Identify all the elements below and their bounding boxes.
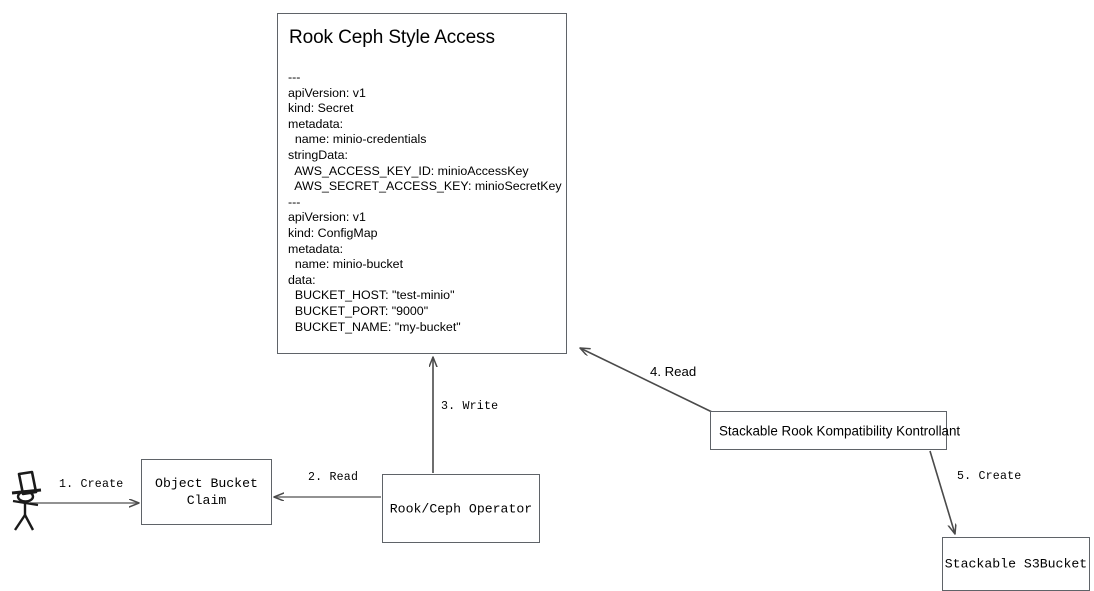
- object-bucket-claim-label: Object Bucket Claim: [155, 476, 258, 508]
- stackable-rook-kompatibility-kontrollant-label: Stackable Rook Kompatibility Kontrollant: [719, 423, 961, 438]
- stackable-s3bucket-label: Stackable S3Bucket: [944, 556, 1088, 572]
- edge-label-4-read: 4. Read: [650, 364, 697, 379]
- edge-4-read-line: [580, 348, 713, 413]
- edge-label-1-create: 1. Create: [59, 478, 124, 491]
- edge-label-5-create: 5. Create: [957, 470, 1022, 483]
- spec-title: Rook Ceph Style Access: [289, 27, 495, 48]
- stackable-rook-kompatibility-kontrollant-node[interactable]: Stackable Rook Kompatibility Kontrollant: [710, 411, 960, 450]
- spec-yaml-text: --- apiVersion: v1 kind: Secret metadata…: [288, 70, 562, 334]
- edge-label-2-read: 2. Read: [308, 471, 359, 484]
- object-bucket-claim-node[interactable]: Object Bucket Claim: [141, 459, 272, 525]
- rook-ceph-style-access-node[interactable]: Rook Ceph Style Access --- apiVersion: v…: [277, 13, 567, 354]
- edge-label-3-write: 3. Write: [441, 400, 499, 413]
- stackable-s3bucket-node[interactable]: Stackable S3Bucket: [942, 537, 1090, 591]
- rook-ceph-operator-label: Rook/Ceph Operator: [389, 501, 533, 516]
- rook-ceph-operator-node[interactable]: Rook/Ceph Operator: [382, 474, 540, 543]
- actor-stick-figure-icon: [11, 470, 42, 531]
- edge-5-create-line: [929, 450, 955, 534]
